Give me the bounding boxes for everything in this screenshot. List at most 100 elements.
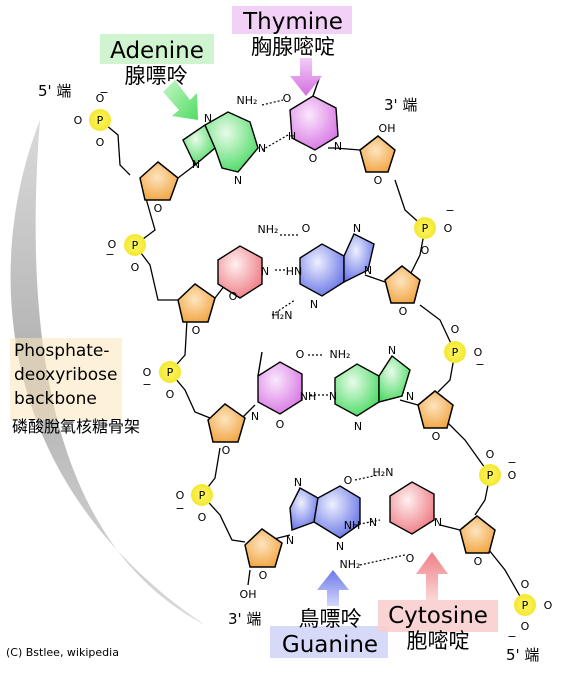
svg-text:O: O [96, 136, 105, 149]
guanine-base-1 [299, 233, 375, 297]
svg-text:−: − [99, 86, 108, 99]
backbone-label-line1: Phosphate- [14, 341, 110, 361]
svg-text:N: N [354, 420, 362, 433]
svg-text:O: O [302, 222, 311, 235]
svg-text:N: N [258, 142, 266, 155]
svg-text:N: N [261, 265, 269, 278]
svg-text:O: O [229, 290, 238, 303]
cytosine-arrow [416, 552, 448, 600]
svg-text:O: O [521, 578, 530, 591]
guanine-arrow [317, 570, 349, 606]
svg-text:NH₂: NH₂ [340, 558, 361, 571]
svg-text:O: O [432, 430, 441, 443]
svg-text:N: N [388, 344, 396, 357]
phosphate-4 [191, 484, 213, 506]
adenine-base-1 [182, 111, 259, 173]
adenine-highlight [100, 34, 214, 64]
ring-oxygens: O O O O O O O O [154, 174, 483, 582]
svg-text:N: N [310, 298, 318, 311]
sugar-8 [459, 515, 496, 554]
svg-text:O: O [309, 152, 318, 165]
adenine-label: Adenine [110, 38, 204, 64]
phosphates [89, 109, 536, 616]
svg-text:N: N [353, 222, 361, 235]
sugar-3 [207, 403, 246, 443]
svg-text:−: − [175, 502, 184, 515]
svg-text:NH₂: NH₂ [258, 223, 279, 236]
svg-text:NH: NH [344, 519, 361, 532]
svg-text:N: N [334, 140, 342, 153]
svg-text:O: O [451, 323, 460, 336]
svg-text:N: N [336, 540, 344, 553]
adenine-arrow [163, 80, 198, 120]
svg-text:O: O [108, 238, 117, 251]
guanine-highlight [270, 626, 388, 658]
svg-text:O: O [486, 448, 495, 461]
phosphate-5 [414, 217, 436, 239]
svg-text:O: O [154, 202, 163, 215]
svg-text:O: O [283, 92, 292, 105]
cytosine-label: Cytosine [388, 603, 488, 629]
svg-text:O: O [344, 474, 353, 487]
thymine-highlight [232, 6, 352, 34]
labels: Adenine 腺嘌呤 Thymine 胸腺嘧啶 鳥嘌呤 Guanine Cyt… [6, 9, 539, 664]
phosphate-1 [89, 109, 111, 131]
end-5-top: 5' 端 [38, 82, 71, 100]
sugars [139, 135, 496, 568]
svg-text:O: O [259, 569, 268, 582]
svg-text:O: O [96, 92, 105, 105]
cytosine-base-2 [389, 481, 435, 535]
svg-text:H₂N: H₂N [373, 466, 394, 479]
svg-text:O: O [374, 174, 383, 187]
end-3-bottom: 3' 端 [228, 610, 261, 628]
svg-text:N: N [192, 158, 200, 171]
svg-text:N: N [251, 410, 259, 423]
svg-text:N: N [286, 534, 294, 547]
svg-text:O: O [192, 324, 201, 337]
svg-text:−: − [475, 358, 484, 371]
sugar-2 [177, 283, 216, 323]
svg-text:P: P [199, 489, 206, 502]
svg-text:N: N [369, 516, 377, 529]
backbone-highlight [10, 338, 122, 420]
end-3-top: 3' 端 [384, 96, 417, 114]
thymine-base-2 [257, 361, 303, 415]
backbone-label-line2: deoxyribose [14, 365, 117, 385]
svg-text:O: O [508, 469, 517, 482]
svg-text:O: O [131, 261, 140, 274]
thymine-label-zh: 胸腺嘧啶 [251, 35, 335, 59]
thymine-label: Thymine [242, 9, 343, 35]
svg-text:P: P [97, 114, 104, 127]
phosphate-7 [479, 464, 501, 486]
backbone-arc [10, 120, 206, 625]
svg-text:O: O [406, 552, 415, 565]
adenine-label-zh: 腺嘌呤 [125, 64, 188, 88]
credit: (C) Bstlee, wikipedia [6, 646, 119, 659]
svg-text:−: − [142, 378, 151, 391]
svg-text:O: O [74, 114, 83, 127]
svg-text:O: O [444, 222, 453, 235]
svg-text:N: N [434, 516, 442, 529]
svg-text:−: − [445, 204, 454, 217]
sugar-7 [417, 390, 454, 429]
adenine-base-2 [334, 354, 411, 417]
svg-text:OH: OH [240, 588, 257, 601]
svg-text:O: O [176, 489, 185, 502]
phosphate-3 [159, 361, 181, 383]
svg-text:O: O [544, 599, 553, 612]
cytosine-highlight [378, 600, 498, 632]
guanine-label: Guanine [282, 632, 378, 658]
base-atoms: NH₂ O N H O N N N N NH₂ O N HN O N H₂N N… [192, 92, 442, 601]
svg-text:N: N [406, 390, 414, 403]
cytosine-label-zh: 胞嘧啶 [407, 629, 470, 653]
phosphate-atoms: P P P P P P P P O O O O O O O O O O O O … [74, 86, 553, 643]
svg-text:P: P [167, 366, 174, 379]
svg-text:O: O [474, 346, 483, 359]
svg-text:N: N [329, 390, 337, 403]
thymine-arrow [290, 58, 322, 96]
svg-text:−: − [507, 630, 516, 643]
svg-text:OH: OH [379, 122, 396, 135]
phosphate-8 [514, 594, 536, 616]
